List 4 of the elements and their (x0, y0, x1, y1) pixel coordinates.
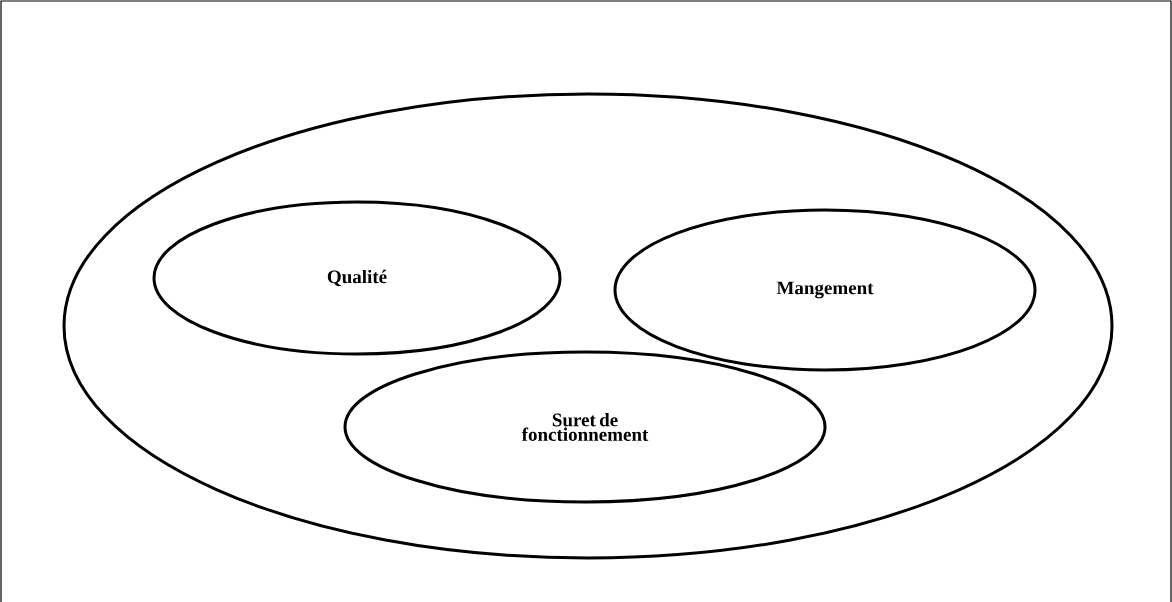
ellipse-node: Qualité (152, 200, 562, 356)
ellipse-node: Mangement (613, 208, 1037, 372)
outer-ellipse (62, 92, 1114, 560)
ellipse-node: Suret de fonctionnement (343, 350, 827, 504)
